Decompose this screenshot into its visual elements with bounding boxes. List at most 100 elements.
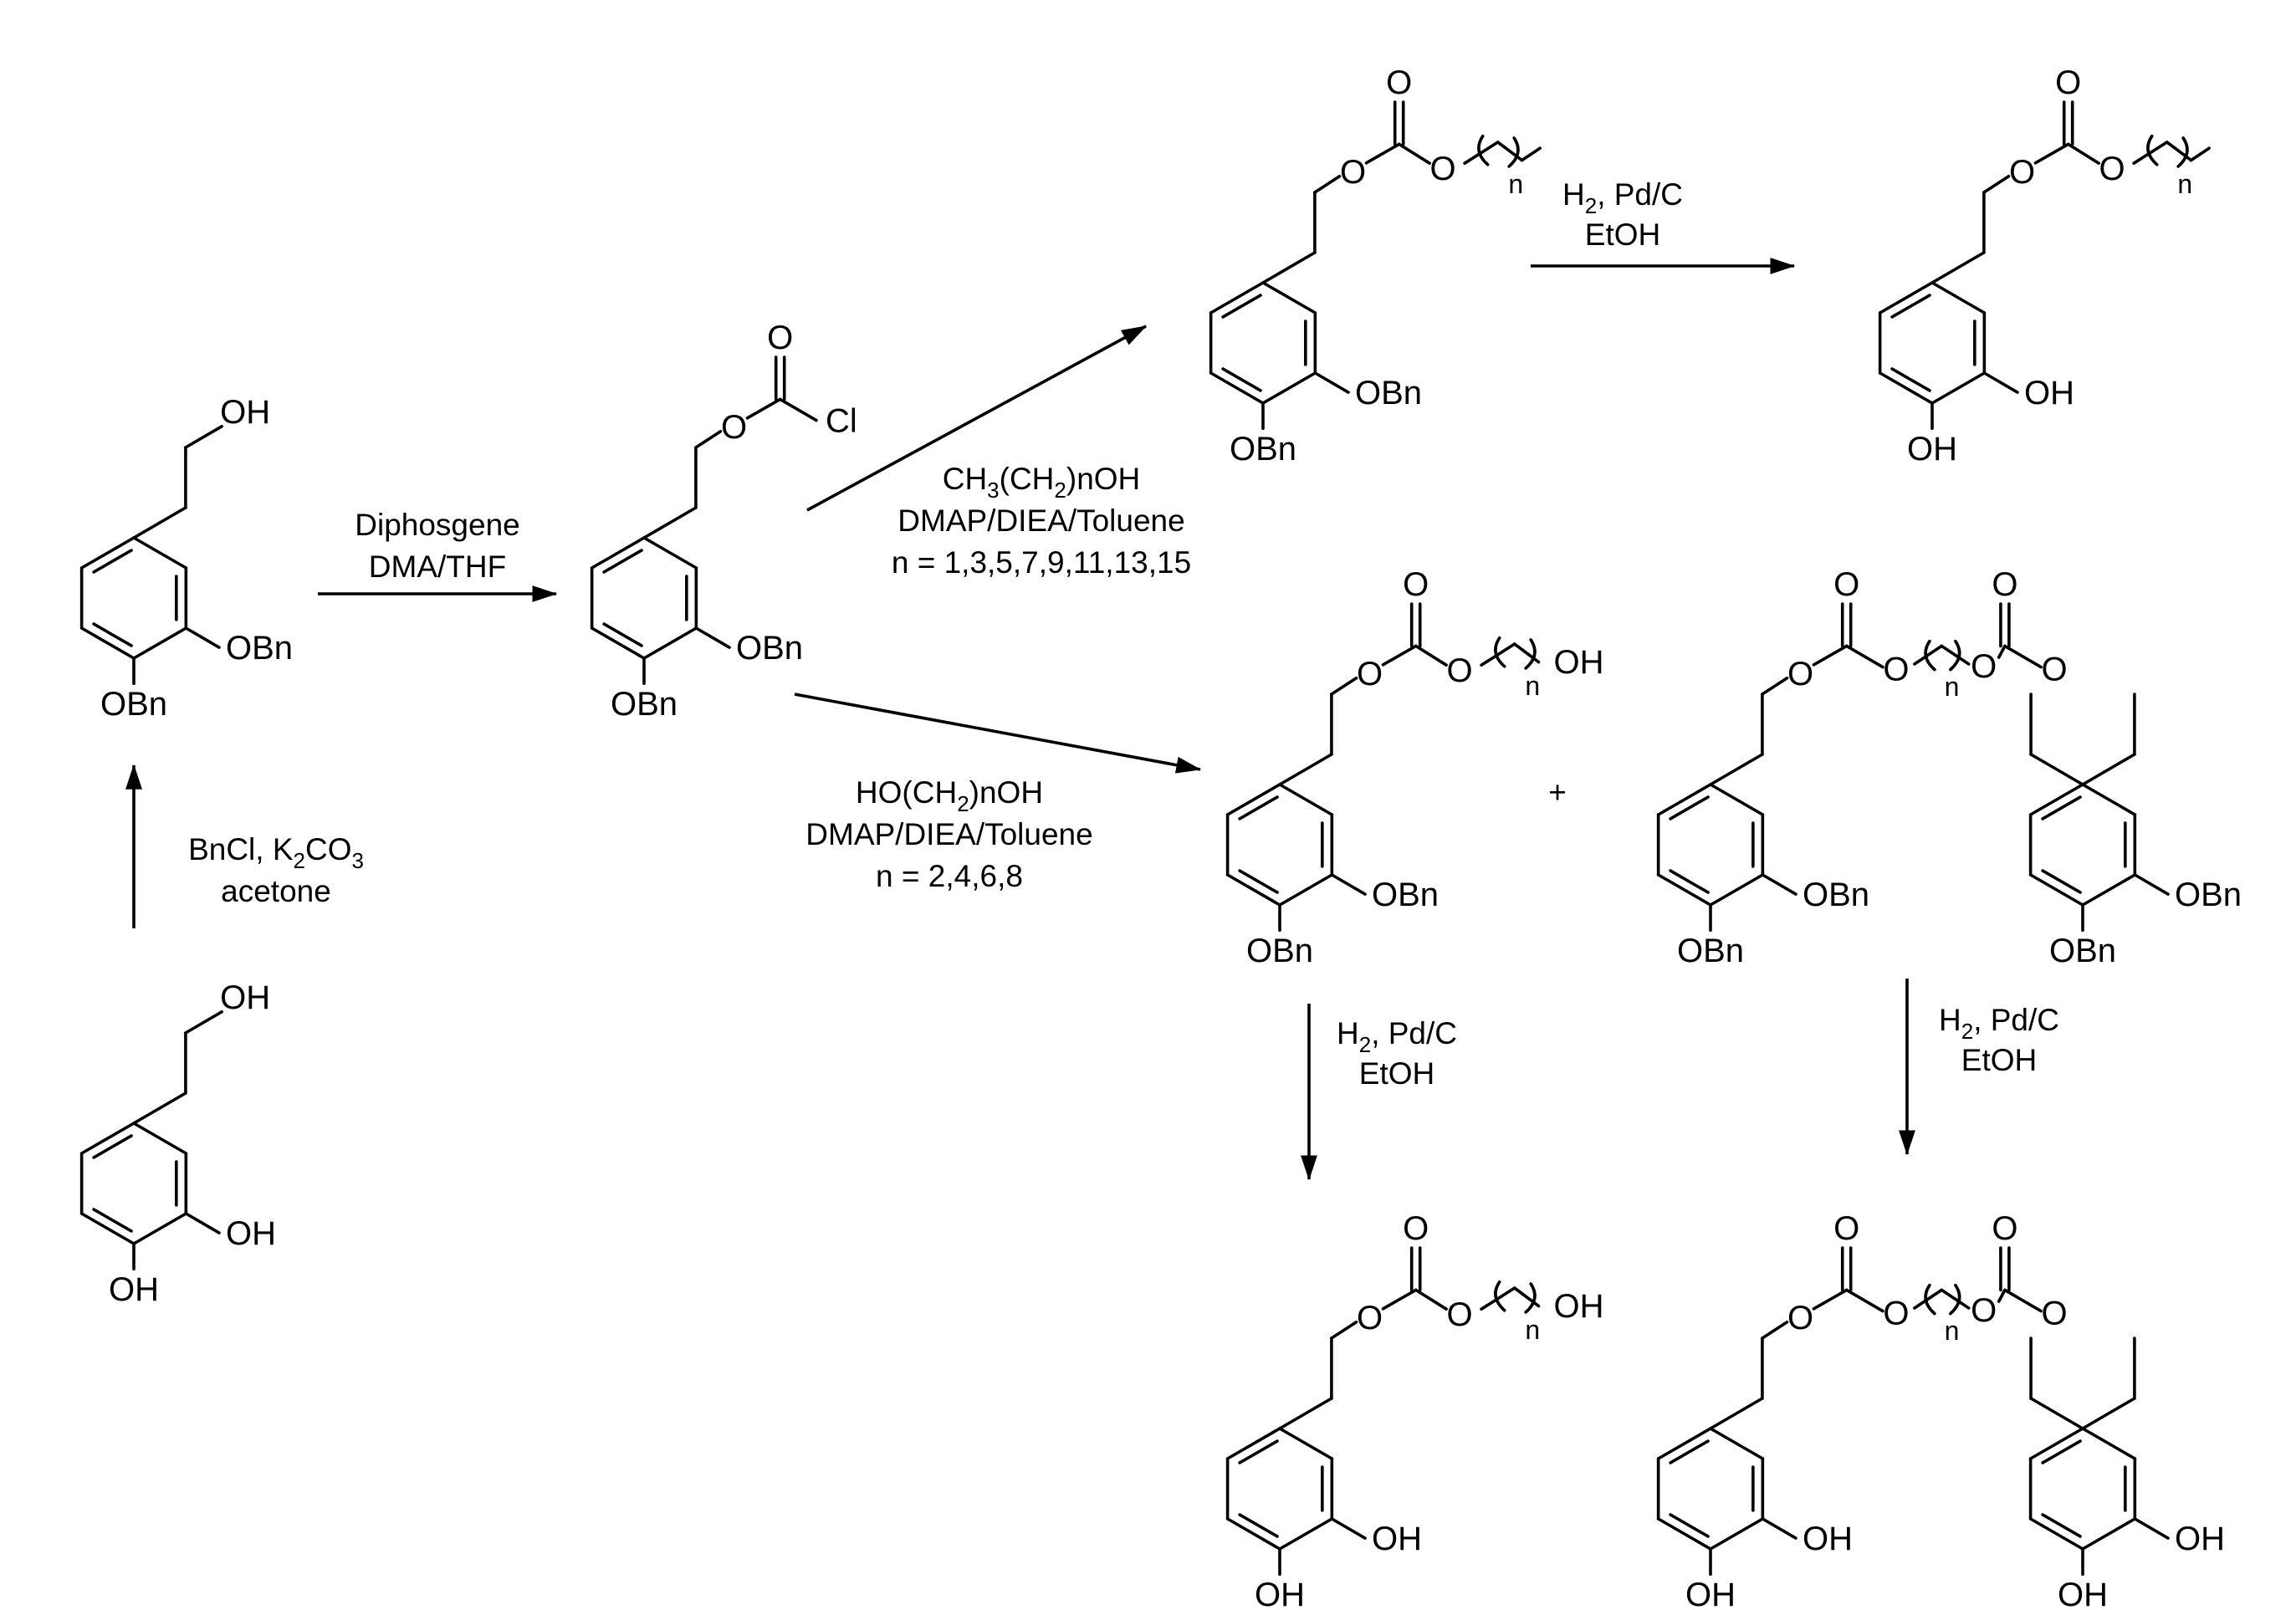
benzyloxy-label: OBn — [1677, 933, 1744, 969]
benzyloxy-label: OBn — [1246, 933, 1313, 969]
svg-text:CH3(CH2)nOH: CH3(CH2)nOH — [943, 462, 1141, 503]
svg-text:H2, Pd/C: H2, Pd/C — [1562, 177, 1683, 218]
ester-oxygen-label: O — [1430, 151, 1456, 187]
hydroxyl-label: OH — [1255, 1577, 1305, 1610]
benzyloxy-label: OBn — [1355, 375, 1422, 411]
arrow-diol-route — [794, 693, 1202, 774]
ester-oxygen-label: O — [1883, 652, 1909, 688]
benzyloxy-label: OBn — [2049, 933, 2116, 969]
benzyloxy-label: OBn — [736, 630, 803, 667]
benzyloxy-label: OBn — [2175, 877, 2242, 913]
ester-oxygen-label: O — [1447, 652, 1473, 689]
hydroxyl-label: OH — [1685, 1577, 1736, 1610]
ester-oxygen-label: O — [1787, 656, 1813, 693]
svg-text:Diphosgene: Diphosgene — [355, 508, 519, 542]
benzyloxy-label: OBn — [1372, 877, 1439, 913]
ester-oxygen-label: O — [2042, 652, 2068, 688]
conditions-alkyl-route: CH3(CH2)nOH DMAP/DIEA/Toluene n = 1,3,5,… — [892, 462, 1191, 580]
hydroxyl-label: OH — [109, 1271, 159, 1308]
bis-carbonate-protected — [2029, 693, 2084, 786]
reaction-arrows — [125, 258, 1915, 1181]
carbonyl-oxygen-label: O — [2055, 64, 2081, 101]
benzyloxy-label: OBn — [100, 686, 167, 723]
benzyloxy-label: OBn — [611, 686, 678, 723]
hydroxyl-label: OH — [1554, 644, 1604, 681]
hydroxyl-label: OH — [226, 1215, 276, 1252]
repeat-n-label: n — [1508, 169, 1523, 199]
ester-oxygen-label: O — [2042, 1296, 2068, 1332]
svg-text:H2, Pd/C: H2, Pd/C — [1939, 1003, 2059, 1044]
svg-text:EtOH: EtOH — [1359, 1056, 1434, 1091]
svg-text:H2, Pd/C: H2, Pd/C — [1337, 1016, 1457, 1057]
bis-carbonate-product-right-ring: OH OH — [2028, 1337, 2225, 1610]
hydroxytyrosol-start: OH OH OH — [79, 979, 276, 1308]
carbonyl-oxygen-label: O — [1386, 64, 1412, 101]
ester-oxygen-label: O — [1340, 154, 1366, 191]
conditions-hydrogenolysis-top: H2, Pd/C EtOH — [1562, 177, 1683, 252]
carbonyl-oxygen-label: O — [1403, 566, 1429, 603]
ester-oxygen-label: O — [2009, 154, 2035, 191]
hydroxyl-label: OH — [220, 979, 270, 1016]
carbonyl-oxygen-label: O — [1992, 1210, 2017, 1247]
hydroxyl-label: OH — [2058, 1577, 2108, 1610]
hydroxyl-label: OH — [1907, 431, 1957, 468]
svg-text:EtOH: EtOH — [1961, 1043, 2037, 1077]
carbonyl-oxygen-label: O — [1403, 1210, 1429, 1247]
ester-oxygen-label: O — [721, 409, 747, 446]
repeat-n-label: n — [2177, 169, 2192, 199]
conditions-diol-route: HO(CH2)nOH DMAP/DIEA/Toluene n = 2,4,6,8 — [805, 775, 1092, 893]
svg-text:BnCl, K2CO3: BnCl, K2CO3 — [188, 832, 364, 873]
ester-oxygen-label: O — [1787, 1300, 1813, 1337]
svg-text:acetone: acetone — [221, 874, 331, 908]
hydroxyl-label: OH — [1372, 1521, 1422, 1557]
repeat-n-label: n — [1525, 1315, 1540, 1345]
ester-oxygen-label: O — [1447, 1296, 1473, 1333]
hydroxyl-label: OH — [2175, 1521, 2225, 1557]
ester-oxygen-label: O — [1883, 1296, 1909, 1332]
arrow-alkyl-route — [806, 325, 1148, 512]
conditions-hydrogenolysis-bis: H2, Pd/C EtOH — [1939, 1003, 2059, 1077]
benzyloxy-label: OBn — [1230, 431, 1296, 468]
bis-carbonate-product — [2029, 1337, 2084, 1430]
svg-text:n = 1,3,5,7,9,11,13,15: n = 1,3,5,7,9,11,13,15 — [892, 545, 1191, 580]
ester-oxygen-label: O — [2099, 151, 2125, 187]
svg-text:DMAP/DIEA/Toluene: DMAP/DIEA/Toluene — [805, 817, 1092, 851]
svg-text:DMAP/DIEA/Toluene: DMAP/DIEA/Toluene — [897, 503, 1184, 538]
repeat-n-label: n — [1525, 671, 1540, 701]
carbonyl-oxygen-label: O — [1992, 566, 2017, 603]
carbonyl-oxygen-label: O — [767, 319, 793, 356]
ester-oxygen-label: O — [1357, 656, 1383, 693]
svg-text:n = 2,4,6,8: n = 2,4,6,8 — [876, 859, 1023, 893]
hydroxyl-label: OH — [1554, 1288, 1604, 1325]
ester-oxygen-label: O — [1971, 648, 1997, 685]
benzyloxy-label: OBn — [226, 630, 293, 667]
carbonyl-oxygen-label: O — [1833, 566, 1859, 603]
chlorine-label: Cl — [826, 403, 857, 440]
conditions-hydrogenolysis-mono: H2, Pd/C EtOH — [1337, 1016, 1457, 1091]
benzyloxy-label: OBn — [1803, 877, 1869, 913]
plus-sign: + — [1548, 775, 1567, 810]
svg-text:HO(CH2)nOH: HO(CH2)nOH — [856, 775, 1043, 816]
ester-oxygen-label: O — [1357, 1300, 1383, 1337]
conditions-benzylation: BnCl, K2CO3 acetone — [188, 832, 364, 908]
repeat-n-label: n — [1945, 672, 1960, 702]
ester-oxygen-label: O — [1971, 1292, 1997, 1329]
repeat-n-label: n — [1945, 1316, 1960, 1346]
hydroxyl-label: OH — [220, 394, 270, 431]
svg-text:DMA/THF: DMA/THF — [369, 549, 506, 584]
conditions-chloroformate: Diphosgene DMA/THF — [355, 508, 519, 584]
hydroxyl-label: OH — [2024, 375, 2074, 411]
carbonyl-oxygen-label: O — [1833, 1210, 1859, 1247]
